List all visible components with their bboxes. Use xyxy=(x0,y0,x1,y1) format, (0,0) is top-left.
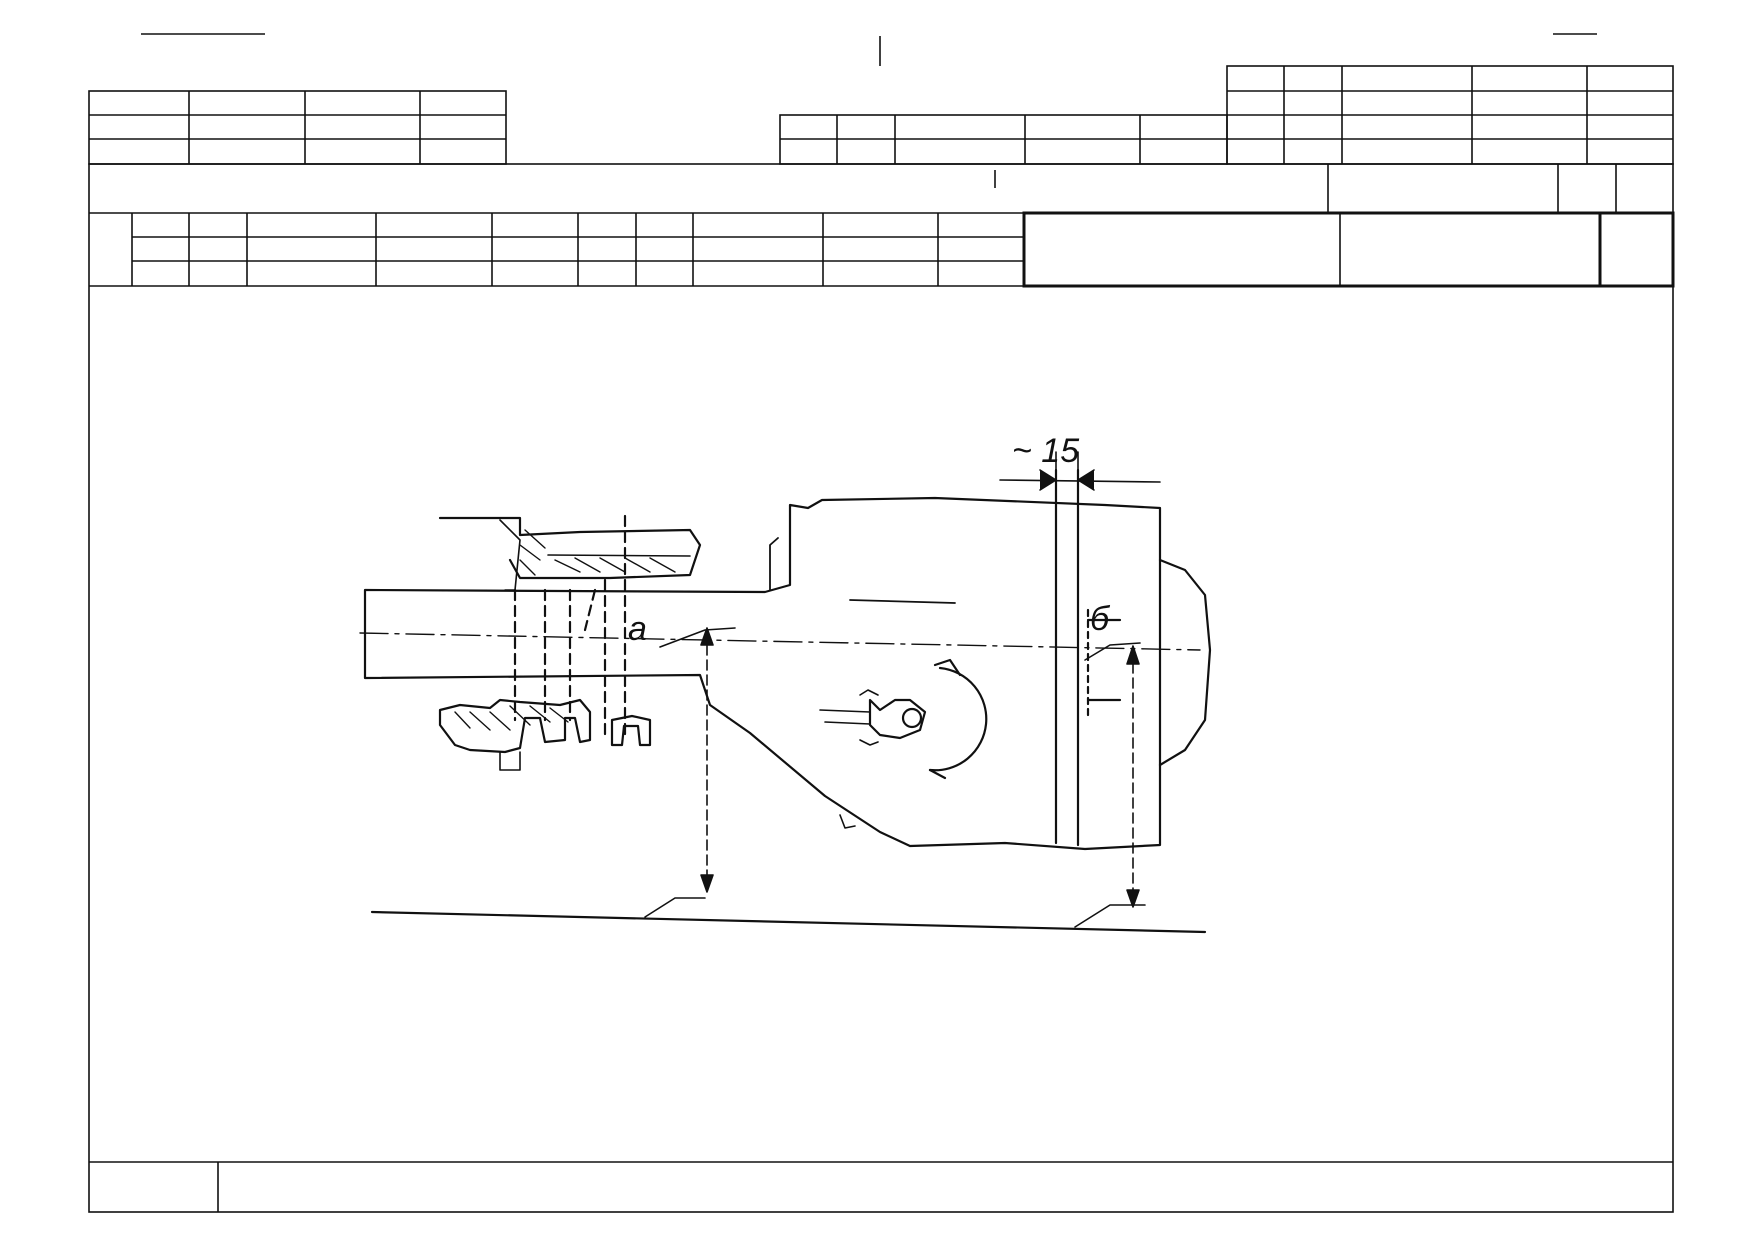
top-right-grid xyxy=(779,65,1674,165)
sketch-labels: ~ 15 a б xyxy=(628,432,1111,648)
brake-clamp xyxy=(819,658,988,829)
footer-row xyxy=(89,1161,1673,1212)
ground-line xyxy=(370,910,1207,934)
top-left-grid xyxy=(88,90,507,165)
main-frame xyxy=(88,163,1674,1213)
centre-line xyxy=(359,632,1201,651)
technical-sketch xyxy=(359,451,1212,934)
dimension-label: ~ 15 xyxy=(1012,432,1079,470)
point-b-label: б xyxy=(1090,600,1111,638)
top-marks xyxy=(141,33,1597,66)
hub-assembly xyxy=(438,514,702,771)
header-detail-grid xyxy=(131,211,1675,288)
point-a-label: a xyxy=(628,610,647,648)
axle-shaft xyxy=(363,496,1162,851)
dimension-markers xyxy=(659,451,1161,908)
end-cap xyxy=(1158,558,1212,767)
